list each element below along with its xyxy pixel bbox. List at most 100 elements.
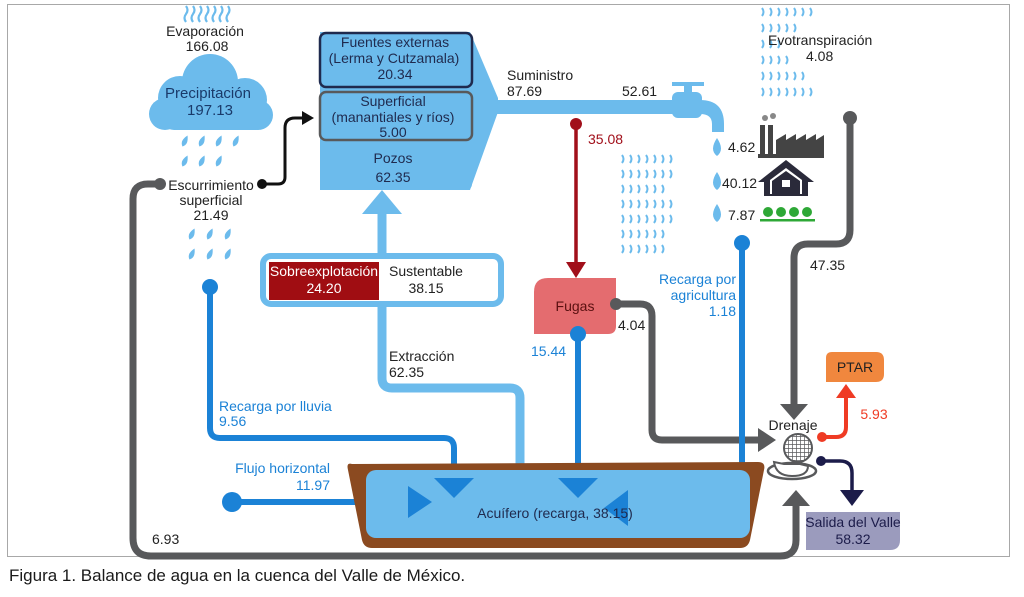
fugas-label: Fugas xyxy=(556,298,595,314)
ptar-pipe-node xyxy=(817,432,827,442)
horizontal-flow-node xyxy=(222,492,242,512)
recarga-lluvia-value: 9.56 xyxy=(219,413,246,429)
house-icon xyxy=(758,160,814,196)
rain-drops-lower-icon xyxy=(188,228,231,260)
ptar-arrowhead xyxy=(836,384,856,398)
agricola-value: 7.87 xyxy=(728,207,755,223)
runoff-to-drain-value: 6.93 xyxy=(152,531,179,547)
factory-icon xyxy=(758,113,824,158)
fugas-recharge-arrowhead xyxy=(558,478,598,498)
to-drenaje-value: 47.35 xyxy=(810,257,845,273)
flujo-horizontal-label: Flujo horizontal xyxy=(235,460,330,476)
cloud-icon xyxy=(149,54,273,130)
escurrimiento-label-1: Escurrimiento xyxy=(168,177,254,193)
runoff-pipe-node xyxy=(154,178,166,190)
recarga-agricultura-label-2: agricultura xyxy=(671,287,737,303)
suministro-value: 87.69 xyxy=(507,83,542,99)
acuifero-label: Acuífero (recarga, 38.15) xyxy=(477,505,633,521)
extraction-pipe xyxy=(377,212,525,468)
faucet-drops-icon xyxy=(713,138,721,222)
precipitacion-value: 197.13 xyxy=(187,102,233,119)
fuentes-externas-value: 20.34 xyxy=(377,66,412,82)
fugas-to-drain-pipe xyxy=(616,300,760,444)
runoff-arrowhead xyxy=(782,490,810,506)
salida-value: 58.32 xyxy=(835,531,870,547)
salida-label: Salida del Valle xyxy=(805,514,901,530)
leak-arrowhead xyxy=(566,262,586,278)
fugas-drain-value: 4.04 xyxy=(618,317,645,333)
supply-pipe xyxy=(496,100,688,114)
runoff-to-superficial-connector xyxy=(262,116,304,186)
evaporation-waves-icon xyxy=(183,5,231,23)
suministro-label: Suministro xyxy=(507,67,573,83)
rain-recharge-node xyxy=(202,279,218,295)
sobreexplotacion-box xyxy=(269,262,379,300)
superficial-value: 5.00 xyxy=(379,124,406,140)
pozos-box xyxy=(320,146,472,190)
recarga-lluvia-label: Recarga por lluvia xyxy=(219,398,332,414)
evotranspiracion-value: 4.08 xyxy=(806,48,833,64)
agriculture-recharge-arrowhead xyxy=(604,490,628,526)
superficial-label-1: Superficial xyxy=(360,93,425,109)
evotranspiration-waves-icon xyxy=(761,7,813,97)
salida-box xyxy=(806,512,900,550)
tap-value: 52.61 xyxy=(622,83,657,99)
sustentable-value: 38.15 xyxy=(408,280,443,296)
fugas-drain-node xyxy=(610,298,622,310)
faucet-icon xyxy=(672,82,724,132)
salida-arrowhead xyxy=(840,490,864,506)
evaporacion-value: 166.08 xyxy=(186,38,229,54)
urban-to-drain-arrowhead xyxy=(780,404,808,420)
fugas-recharge-value: 15.44 xyxy=(531,343,566,359)
superficial-box xyxy=(318,90,474,142)
sustentable-label: Sustentable xyxy=(389,263,463,279)
rain-recharge-pipe xyxy=(207,287,457,478)
fuentes-externas-label-2: (Lerma y Cutzamala) xyxy=(329,50,460,66)
sobreexplotacion-value: 24.20 xyxy=(306,280,341,296)
recarga-agricultura-label-1: Recarga por xyxy=(659,271,736,287)
fugas-box xyxy=(534,278,616,334)
drainage-icon xyxy=(766,433,818,481)
extraction-arrowhead xyxy=(362,190,402,214)
drenaje-label: Drenaje xyxy=(768,417,817,433)
salida-pipe xyxy=(821,459,854,492)
pozos-value: 62.35 xyxy=(375,169,410,185)
rain-recharge-arrowhead xyxy=(434,478,474,498)
evaporacion-label: Evaporación xyxy=(166,23,244,39)
urban-to-drain-pipe xyxy=(790,118,854,408)
connector-arrowhead xyxy=(302,111,314,125)
superficial-label-2: (manantiales y ríos) xyxy=(332,109,455,125)
domestico-value: 40.12 xyxy=(722,175,757,191)
ptar-label: PTAR xyxy=(837,359,873,375)
evotranspiracion-label: Evotranspiración xyxy=(768,32,872,48)
extraccion-value: 62.35 xyxy=(389,364,424,380)
infiltration-waves-icon xyxy=(621,154,673,254)
escurrimiento-label-2: superficial xyxy=(179,192,242,208)
urban-pipe-node xyxy=(843,111,857,125)
fugas-to-drain-arrowhead xyxy=(758,428,776,452)
ptar-box xyxy=(826,352,884,382)
fuentes-externas-box xyxy=(318,31,474,89)
fugas-recharge-node xyxy=(570,326,586,342)
ptar-pipe xyxy=(822,398,848,439)
sobreexplotacion-label: Sobreexplotación xyxy=(270,263,378,279)
leak-value: 35.08 xyxy=(588,131,623,147)
rain-drops-icon xyxy=(181,135,239,167)
extraccion-label: Extracción xyxy=(389,348,454,364)
recarga-agricultura-value: 1.18 xyxy=(709,303,736,319)
fuentes-externas-label-1: Fuentes externas xyxy=(341,34,449,50)
escurrimiento-value: 21.49 xyxy=(193,207,228,223)
agriculture-recharge-node xyxy=(734,235,750,251)
leak-pipe-node xyxy=(570,118,582,130)
industria-value: 4.62 xyxy=(728,139,755,155)
ptar-value: 5.93 xyxy=(860,406,887,422)
horizontal-flow-arrowhead xyxy=(408,486,432,518)
precipitacion-label: Precipitación xyxy=(165,85,251,102)
crops-icon xyxy=(760,207,815,222)
salida-pipe-node xyxy=(816,456,826,466)
flujo-horizontal-value: 11.97 xyxy=(296,477,330,493)
pozos-label: Pozos xyxy=(374,150,413,166)
connector-node xyxy=(257,179,267,189)
figure-caption: Figura 1. Balance de agua en la cuenca d… xyxy=(9,566,466,585)
